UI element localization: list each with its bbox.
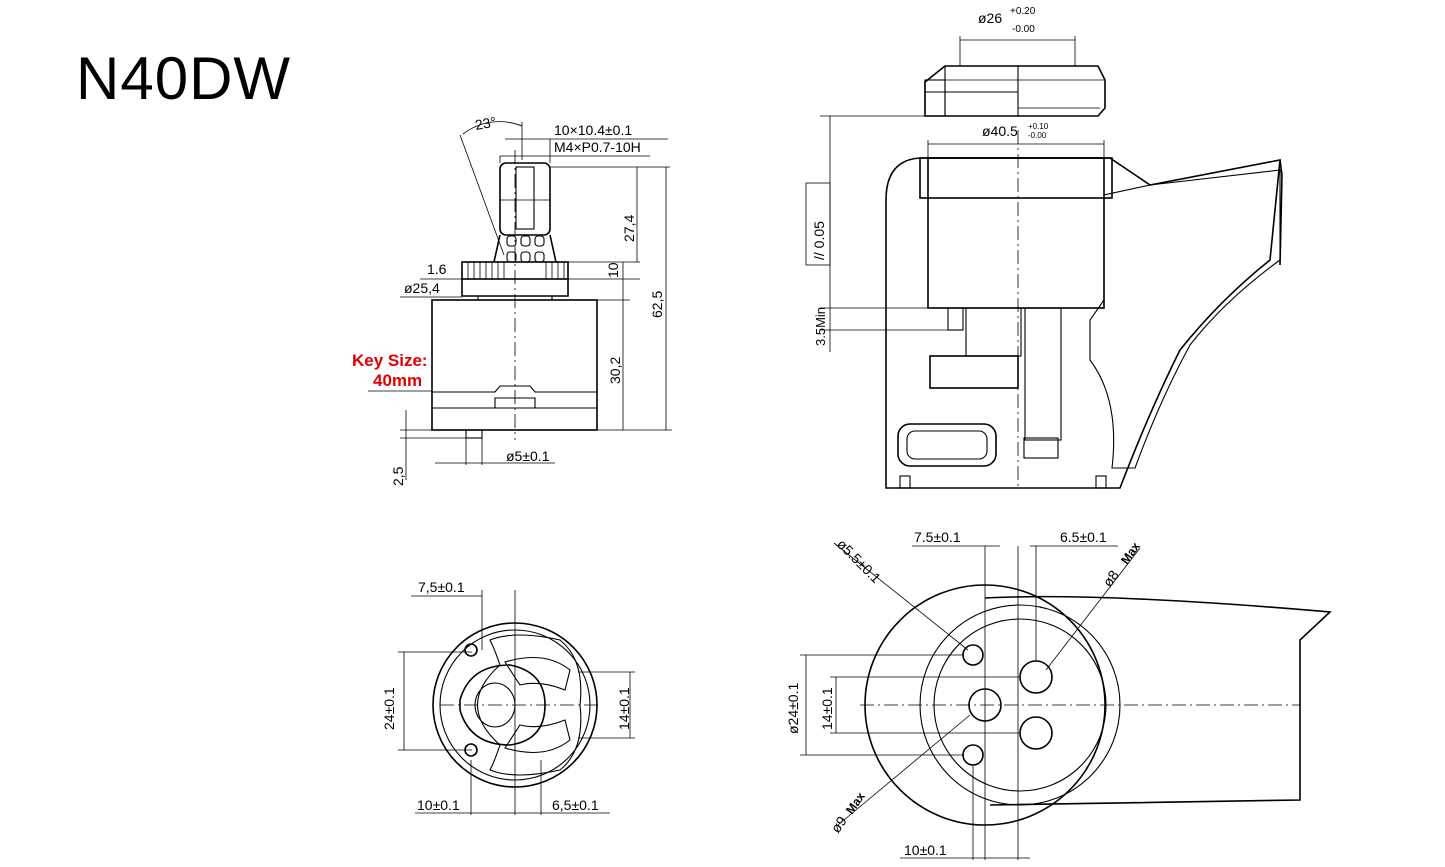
d24-label: ø24±0.1 xyxy=(785,683,801,734)
faucet-body-section xyxy=(885,157,1281,489)
drawing-title: N40DW xyxy=(76,45,292,112)
diameter-5-label: ø5±0.1 xyxy=(506,448,550,464)
h14-label: 14±0.1 xyxy=(819,687,835,730)
thread-label: M4×P0.7-10H xyxy=(554,139,641,155)
height-30-label: 30,2 xyxy=(607,357,623,384)
spout-outline xyxy=(984,595,1332,806)
port-hole-3 xyxy=(962,744,984,766)
diameter-25-label: ø25,4 xyxy=(404,280,440,296)
locating-hole-top xyxy=(464,643,478,657)
flange-label: 1.6 xyxy=(427,261,447,277)
height-27-label: 27,4 xyxy=(621,215,637,242)
cartridge-side-view: 23° 10×10.4±0.1 M4×P0.7-10H 1.6 ø25,4 27… xyxy=(352,114,672,486)
stem-spline xyxy=(499,162,551,236)
d26-plus-label: +0.20 xyxy=(1010,6,1036,17)
height-62-label: 62,5 xyxy=(649,291,665,318)
cartridge-bottom-view: 7,5±0.1 24±0.1 14±0.1 10±0.1 6,5±0.1 xyxy=(381,579,635,815)
d40-minus-label: -0.00 xyxy=(1028,131,1047,140)
d40-label: ø40.5 xyxy=(982,123,1018,139)
height-10-label: 10 xyxy=(605,262,621,278)
parallelism-label: // 0.05 xyxy=(811,221,827,260)
bottom-pin xyxy=(465,429,483,439)
ports-bottom-label: 10±0.1 xyxy=(904,842,947,858)
ports-top-left-label: 7.5±0.1 xyxy=(914,529,961,545)
bottom-right-label: 14±0.1 xyxy=(616,687,632,730)
d8-label: ø8 xyxy=(1099,567,1122,590)
min-depth-label: 3.5Min xyxy=(813,307,828,346)
bottom-br-label: 6,5±0.1 xyxy=(552,797,599,813)
port-hole-4 xyxy=(1019,660,1053,694)
d9-label: ø9 xyxy=(827,813,850,836)
ports-top-right-label: 6.5±0.1 xyxy=(1060,529,1107,545)
retaining-nut xyxy=(924,65,1106,117)
height-25-label: 2,5 xyxy=(390,466,406,486)
stem-holes xyxy=(506,235,545,263)
d55-label: ø5.5±0.1 xyxy=(834,536,884,586)
key-size-label: Key Size: xyxy=(352,351,428,370)
bottom-top-label: 7,5±0.1 xyxy=(418,579,465,595)
bottom-left-label: 24±0.1 xyxy=(381,687,397,730)
spline-label: 10×10.4±0.1 xyxy=(554,122,632,138)
d26-minus-label: -0.00 xyxy=(1012,24,1035,35)
cartridge-cavity xyxy=(927,157,1105,309)
key-size-value: 40mm xyxy=(373,371,422,390)
d8-note-label: Max xyxy=(1118,539,1143,566)
cartridge-body xyxy=(431,299,598,431)
faucet-section-view: ø26 +0.20 -0.00 ø40.5 +0.10 -0.00 // 0.0… xyxy=(805,6,1283,490)
port-hole-5 xyxy=(1019,716,1053,750)
angle-label: 23° xyxy=(474,114,498,133)
bottom-bl-label: 10±0.1 xyxy=(417,797,460,813)
faucet-ports-view: ø5.5±0.1 7.5±0.1 6.5±0.1 ø8 Max ø24±0.1 … xyxy=(785,529,1332,860)
d26-label: ø26 xyxy=(978,10,1002,26)
d40-plus-label: +0.10 xyxy=(1028,122,1049,131)
